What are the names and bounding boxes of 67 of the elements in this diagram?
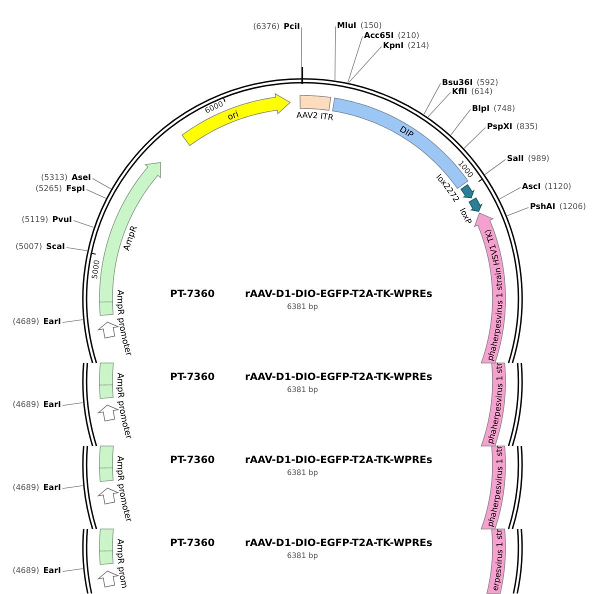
leader-line: [62, 485, 84, 489]
promoter-feature: [97, 456, 134, 524]
plasmid-id: PT-7360: [170, 372, 215, 384]
plasmid-id: PT-7360: [170, 289, 215, 301]
restriction-site-label: (5119) PvuI: [22, 215, 72, 225]
restriction-site-label: PspXI (835): [487, 122, 538, 132]
leader-line: [92, 178, 112, 190]
restriction-site-label: BlpI (748): [472, 104, 516, 114]
feature-segment: [99, 528, 114, 565]
plasmid-feature: [474, 212, 506, 364]
backbone-arc: [82, 528, 92, 594]
feature-segment: [99, 446, 114, 482]
promoter-feature: [97, 372, 134, 440]
restriction-site-label: (5265) FspI: [35, 184, 85, 194]
feature-segment: [480, 445, 506, 530]
restriction-site-label: (4689) EarI: [12, 317, 61, 327]
plasmid-name: rAAV-D1-DIO-EGFP-T2A-TK-WPREs: [245, 455, 432, 467]
leader-line: [300, 27, 302, 78]
feature-label: DIP: [398, 124, 415, 141]
leader-line: [347, 36, 363, 83]
leader-line: [62, 319, 84, 323]
leader-line: [424, 83, 441, 115]
plasmid-name: rAAV-D1-DIO-EGFP-T2A-TK-WPREs: [245, 538, 432, 550]
backbone-arc: [82, 362, 98, 446]
leader-line: [334, 26, 336, 81]
restriction-site-label: (5007) ScaI: [16, 242, 65, 252]
leader-line: [484, 159, 506, 175]
restriction-site-label: (4689) EarI: [12, 400, 61, 410]
restriction-site-label: SalI (989): [507, 154, 550, 164]
feature-segment: [486, 528, 506, 594]
restriction-site-label: PshAI (1206): [530, 202, 586, 212]
restriction-site-label: MluI (150): [337, 21, 382, 31]
plasmid-feature: [181, 93, 291, 146]
feature-label: AAV2 ITR: [296, 110, 334, 122]
feature-segment: [480, 362, 506, 446]
plasmid-name: rAAV-D1-DIO-EGFP-T2A-TK-WPREs: [245, 372, 432, 384]
leader-line: [62, 568, 84, 572]
leader-line: [73, 220, 94, 228]
leader-line: [499, 187, 521, 200]
plasmid-feature: [99, 162, 162, 316]
restriction-site-label: KflI (614): [452, 87, 493, 97]
restriction-site-label: AscI (1120): [522, 182, 572, 192]
plasmid-feature: [458, 197, 483, 226]
leader-line: [62, 402, 84, 406]
promoter-feature: [97, 538, 129, 590]
leader-line: [450, 109, 471, 136]
restriction-site-label: (4689) EarI: [12, 566, 61, 576]
restriction-site-label: KpnI (214): [383, 41, 430, 51]
restriction-site-label: Acc65I (210): [364, 31, 420, 41]
plasmid-id: PT-7360: [170, 455, 215, 467]
plasmid-id: PT-7360: [170, 538, 215, 550]
plasmid-name: rAAV-D1-DIO-EGFP-T2A-TK-WPREs: [245, 289, 432, 301]
leader-line: [86, 189, 106, 199]
leader-line: [506, 207, 529, 216]
leader-line: [348, 46, 382, 84]
promoter-feature: [97, 290, 134, 358]
backbone-arc: [82, 446, 98, 530]
plasmid-feature: [296, 95, 334, 122]
feature-segment: [99, 362, 114, 399]
leader-line: [464, 127, 486, 149]
restriction-site-label: (6376) PciI: [253, 22, 300, 32]
feature-label: ori: [226, 110, 240, 123]
restriction-site-label: (5313) AseI: [41, 173, 91, 183]
leader-line: [428, 92, 451, 118]
restriction-site-label: Bsu36I (592): [442, 78, 498, 88]
restriction-site-label: (4689) EarI: [12, 483, 61, 493]
leader-line: [66, 247, 88, 252]
